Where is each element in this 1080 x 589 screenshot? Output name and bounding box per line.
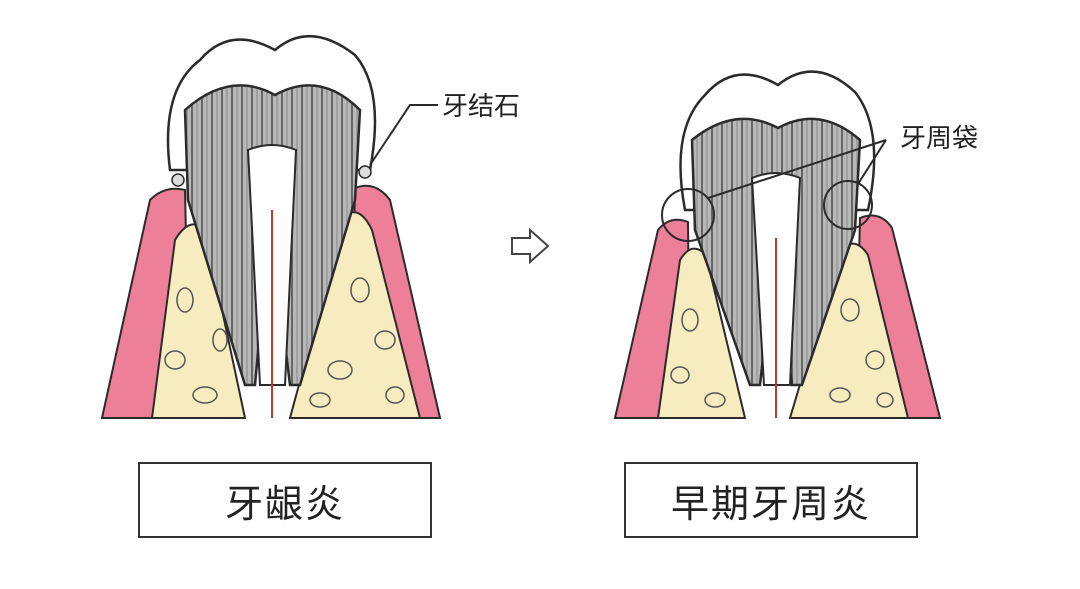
periodontitis-panel: 牙周袋 早期牙周炎 xyxy=(540,0,1080,589)
gingivitis-caption: 牙龈炎 xyxy=(138,462,432,538)
pocket-leader-right xyxy=(857,139,887,185)
periodontitis-caption: 早期牙周炎 xyxy=(624,462,918,538)
calculus-label: 牙结石 xyxy=(442,92,521,122)
pocket-circle-left xyxy=(661,188,715,242)
calculus-right xyxy=(358,165,372,179)
gingivitis-panel: 牙结石 牙龈炎 xyxy=(100,35,521,538)
pocket-label: 牙周袋 xyxy=(900,124,979,154)
periodontitis-tooth-illustration xyxy=(613,70,942,419)
arrow-right-icon xyxy=(508,226,552,266)
pocket-circle-right xyxy=(823,180,873,230)
calculus-left xyxy=(171,173,185,187)
gingivitis-tooth-illustration xyxy=(100,35,442,419)
calculus-leader-line xyxy=(369,104,438,166)
pocket-leader-left xyxy=(707,139,887,199)
